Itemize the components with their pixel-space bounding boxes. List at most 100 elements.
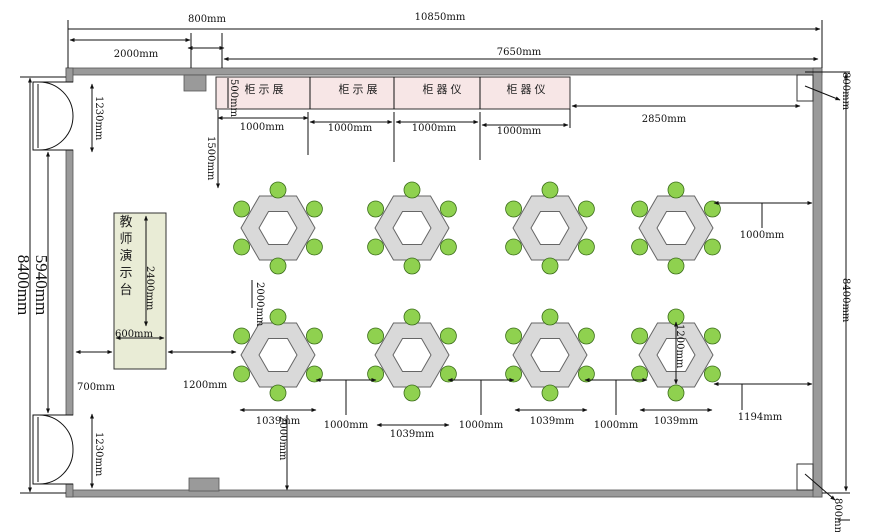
lab-table (233, 181, 323, 275)
seat (578, 238, 595, 256)
dim-door-top: 1230mm (93, 96, 104, 141)
dim-right-1194: 1194mm (738, 412, 783, 423)
seat (439, 200, 457, 218)
cabinet-label-char: 柜 (245, 83, 256, 96)
lab-table (631, 181, 721, 275)
dim-cab-depth: 500mm (228, 79, 239, 118)
seat (269, 384, 287, 402)
seat (233, 365, 251, 383)
seat (505, 327, 522, 345)
seat (269, 181, 287, 199)
dim-table-a: 1039mm (256, 416, 301, 427)
dim-door-bottom: 1230mm (93, 432, 104, 477)
door-top (32, 81, 74, 151)
dim-desk-depth: 600mm (115, 329, 154, 340)
cabinet-1: 展 示 柜 (245, 83, 284, 96)
seat (631, 327, 648, 345)
seat (578, 327, 595, 345)
dim-desk-wall: 700mm (77, 382, 116, 393)
cabinet-label-char: 柜 (423, 83, 434, 96)
seat (367, 238, 385, 256)
dim-between-c: 1000mm (594, 420, 639, 431)
dim-between-a: 1000mm (324, 420, 369, 431)
seat (631, 238, 648, 256)
cabinet-2: 展 示 柜 (339, 83, 378, 96)
table-inner (530, 211, 570, 245)
seat (305, 238, 323, 256)
seat (439, 238, 457, 256)
dim-total-width: 10850mm (415, 12, 466, 23)
teacher-desk: 教 师 演 示 台 (113, 212, 167, 370)
door-bottom (32, 414, 74, 485)
lab-table (367, 181, 457, 275)
table-inner (258, 211, 298, 245)
lab-table (233, 308, 323, 402)
cabinet-label-char: 柜 (339, 83, 350, 96)
dim-right-1000: 1000mm (740, 230, 785, 241)
table-inner (392, 338, 432, 372)
seat (667, 384, 685, 402)
seat (305, 327, 323, 345)
lab-tables (233, 181, 721, 402)
dim-cab-w3: 1000mm (412, 123, 457, 134)
cabinet-4: 仪 器 柜 (507, 83, 546, 96)
dim-top-2000: 2000mm (114, 49, 159, 60)
dim-desk-table: 1200mm (183, 380, 228, 391)
seat (233, 238, 251, 256)
table-inner (530, 338, 570, 372)
seat (233, 327, 251, 345)
dim-top-7650: 7650mm (497, 47, 542, 58)
seat (403, 181, 421, 199)
seat (667, 181, 685, 199)
table-inner (258, 338, 298, 372)
seat (631, 200, 648, 218)
cabinet-row: 展 示 柜 展 示 柜 仪 器 柜 仪 器 柜 (215, 76, 571, 110)
dim-table-b: 1039mm (390, 429, 435, 440)
desk-label-char: 演 (119, 248, 132, 264)
dim-left-5940: 5940mm (32, 255, 51, 315)
dim-1500: 1500mm (205, 136, 216, 181)
desk-label-char: 示 (119, 266, 132, 281)
seat (439, 327, 457, 345)
dim-cab-w2: 1000mm (328, 123, 373, 134)
seat (704, 200, 721, 218)
dim-table-c: 1039mm (530, 416, 575, 427)
cabinet-label-char: 仪 (451, 83, 462, 96)
seat (541, 181, 559, 199)
seat (233, 200, 251, 218)
dim-cab-w4: 1000mm (497, 126, 542, 137)
desk-label-char: 师 (119, 232, 132, 247)
seat (541, 384, 559, 402)
seat (541, 308, 559, 326)
cabinet-3: 仪 器 柜 (423, 83, 462, 96)
lab-table (367, 308, 457, 402)
table-inner (392, 211, 432, 245)
seat (704, 365, 721, 383)
seat (403, 308, 421, 326)
table-inner (656, 211, 696, 245)
cabinet-label-char: 柜 (507, 83, 518, 96)
seat (305, 200, 323, 218)
cabinet-label-char: 示 (259, 83, 270, 96)
seat (505, 200, 522, 218)
seat (269, 257, 287, 275)
dim-right-8400: 8400mm (840, 278, 851, 323)
cabinet-label-char: 器 (437, 83, 448, 96)
seat (403, 257, 421, 275)
dim-between-b: 1000mm (459, 420, 504, 431)
cabinet-label-char: 器 (521, 83, 532, 96)
cabinet-label-char: 展 (367, 83, 378, 96)
seat (541, 257, 559, 275)
seat (269, 308, 287, 326)
desk-label-char: 教 (119, 214, 132, 230)
dim-bottom-2000: 2000mm (277, 416, 288, 461)
seat (403, 384, 421, 402)
dim-2850: 2850mm (642, 114, 687, 125)
dim-right-800-bottom: 800mm (832, 498, 843, 532)
seat (578, 200, 595, 218)
dim-row-gap: 2000mm (254, 282, 265, 327)
seat (704, 327, 721, 345)
desk-label-char: 台 (119, 283, 132, 298)
seat (704, 238, 721, 256)
lab-table (505, 308, 595, 402)
